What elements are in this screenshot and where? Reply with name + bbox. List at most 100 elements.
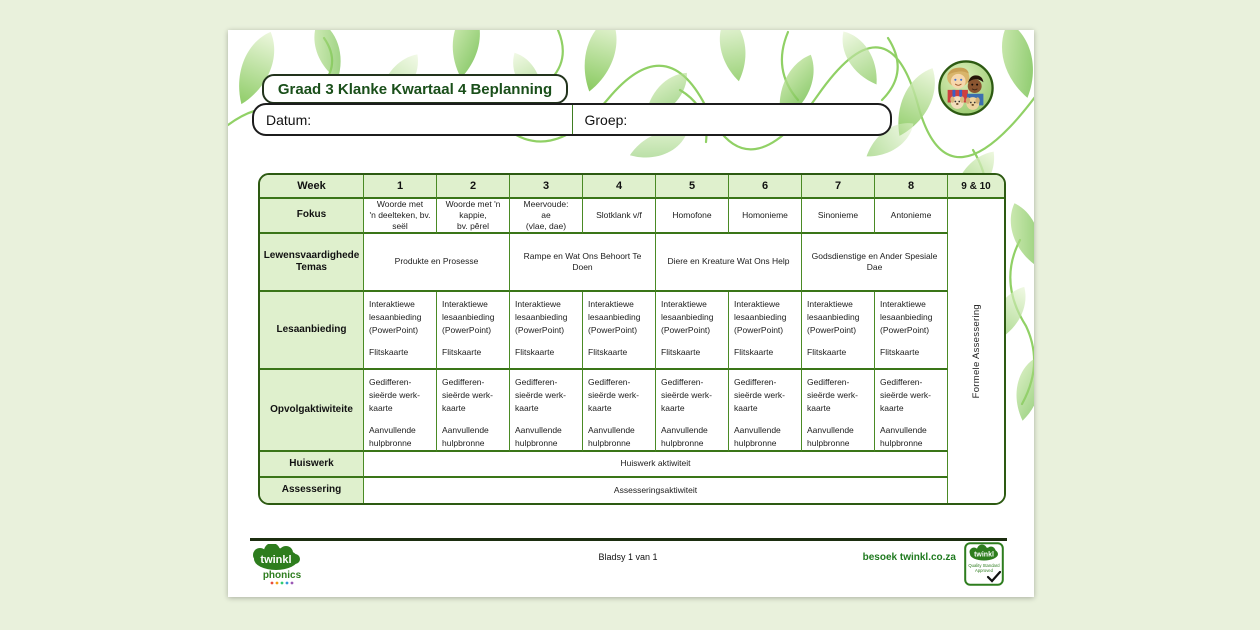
opvolg-line1: Gedifferen- sieërde werk- kaarte bbox=[588, 377, 640, 413]
opvolg-line1: Gedifferen- sieërde werk- kaarte bbox=[661, 377, 713, 413]
groep-field[interactable]: Groep: bbox=[573, 105, 891, 134]
temas-weeks-5-6: Diere en Kreature Wat Ons Help bbox=[656, 234, 802, 292]
fokus-week-3: Meervoude: ae (vlae, dae) bbox=[510, 199, 583, 234]
row-label-huiswerk: Huiswerk bbox=[260, 452, 364, 478]
col-header-1: 1 bbox=[364, 175, 437, 199]
badge-line2: Approved bbox=[975, 568, 994, 573]
temas-weeks-3-4: Rampe en Wat Ons Behoort Te Doen bbox=[510, 234, 656, 292]
datum-groep-box: Datum: Groep: bbox=[252, 103, 892, 136]
lesaanbieding-line1: Interaktiewe lesaanbieding (PowerPoint) bbox=[588, 299, 641, 335]
lesaanbieding-week-2: Interaktiewe lesaanbieding (PowerPoint) F… bbox=[437, 292, 510, 370]
lesaanbieding-line2: Flitskaarte bbox=[442, 347, 482, 358]
lesaanbieding-week-6: Interaktiewe lesaanbieding (PowerPoint) F… bbox=[729, 292, 802, 370]
opvolg-line2: Aanvullende hulpbronne bbox=[734, 425, 781, 448]
lesaanbieding-week-5: Interaktiewe lesaanbieding (PowerPoint) F… bbox=[656, 292, 729, 370]
datum-field[interactable]: Datum: bbox=[254, 105, 573, 134]
lesaanbieding-week-7: Interaktiewe lesaanbieding (PowerPoint) F… bbox=[802, 292, 875, 370]
worksheet-page: Graad 3 Klanke Kwartaal 4 Beplanning Dat… bbox=[228, 30, 1034, 597]
opvolg-line1: Gedifferen- sieërde werk- kaarte bbox=[442, 377, 494, 413]
opvolg-line1: Gedifferen- sieërde werk- kaarte bbox=[880, 377, 932, 413]
row-label-opvolg: Opvolgaktiwiteite bbox=[260, 370, 364, 452]
lesaanbieding-week-3: Interaktiewe lesaanbieding (PowerPoint) F… bbox=[510, 292, 583, 370]
col-header-week: Week bbox=[260, 175, 364, 199]
lesaanbieding-line1: Interaktiewe lesaanbieding (PowerPoint) bbox=[515, 299, 568, 335]
opvolg-line2: Aanvullende hulpbronne bbox=[807, 425, 854, 448]
opvolg-line1: Gedifferen- sieërde werk- kaarte bbox=[515, 377, 567, 413]
lesaanbieding-line1: Interaktiewe lesaanbieding (PowerPoint) bbox=[661, 299, 714, 335]
fokus-week-6: Homonieme bbox=[729, 199, 802, 234]
lesaanbieding-line2: Flitskaarte bbox=[661, 347, 701, 358]
row-label-temas: Lewensvaardighede Temas bbox=[260, 234, 364, 292]
visit-link[interactable]: besoek twinkl.co.za bbox=[862, 552, 956, 563]
lesaanbieding-week-8: Interaktiewe lesaanbieding (PowerPoint) F… bbox=[875, 292, 948, 370]
footer-divider bbox=[250, 538, 1007, 541]
lesaanbieding-line1: Interaktiewe lesaanbieding (PowerPoint) bbox=[734, 299, 787, 335]
temas-weeks-7-8: Godsdienstige en Ander Spesiale Dae bbox=[802, 234, 948, 292]
assessering-cell: Assesseringsaktiwiteit bbox=[364, 478, 948, 503]
col-header-4: 4 bbox=[583, 175, 656, 199]
opvolg-line1: Gedifferen- sieërde werk- kaarte bbox=[734, 377, 786, 413]
opvolg-line2: Aanvullende hulpbronne bbox=[661, 425, 708, 448]
checkmark-icon bbox=[986, 570, 1002, 583]
lesaanbieding-line1: Interaktiewe lesaanbieding (PowerPoint) bbox=[880, 299, 933, 335]
lesaanbieding-week-4: Interaktiewe lesaanbieding (PowerPoint) F… bbox=[583, 292, 656, 370]
brand-sub-text: phonics bbox=[263, 570, 302, 581]
row-label-fokus: Fokus bbox=[260, 199, 364, 234]
col-header-7: 7 bbox=[802, 175, 875, 199]
huiswerk-cell: Huiswerk aktiwiteit bbox=[364, 452, 948, 478]
lesaanbieding-line1: Interaktiewe lesaanbieding (PowerPoint) bbox=[442, 299, 495, 335]
row-label-lesaanbieding: Lesaanbieding bbox=[260, 292, 364, 370]
groep-label: Groep: bbox=[584, 111, 628, 128]
fokus-week-2: Woorde met 'n kappie, bv. pêrel bbox=[437, 199, 510, 234]
lesaanbieding-line2: Flitskaarte bbox=[880, 347, 920, 358]
badge-brand-text: twinkl bbox=[974, 552, 994, 559]
brand-text: twinkl bbox=[260, 554, 291, 566]
fokus-week-4: Slotklank v/f bbox=[583, 199, 656, 234]
col-header-9-10: 9 & 10 bbox=[948, 175, 1004, 199]
opvolg-line2: Aanvullende hulpbronne bbox=[515, 425, 562, 448]
lesaanbieding-line2: Flitskaarte bbox=[369, 347, 409, 358]
opvolg-line2: Aanvullende hulpbronne bbox=[588, 425, 635, 448]
lesaanbieding-line2: Flitskaarte bbox=[515, 347, 555, 358]
opvolg-line2: Aanvullende hulpbronne bbox=[442, 425, 489, 448]
fokus-week-8: Antonieme bbox=[875, 199, 948, 234]
formele-assessering-text: Formele Assessering bbox=[970, 303, 982, 399]
page-title-text: Graad 3 Klanke Kwartaal 4 Beplanning bbox=[277, 80, 553, 98]
opvolg-line2: Aanvullende hulpbronne bbox=[880, 425, 927, 448]
children-illustration bbox=[938, 60, 994, 116]
col-header-3: 3 bbox=[510, 175, 583, 199]
planning-table: Week 1 2 3 4 5 6 7 8 9 & 10 Fokus Woorde… bbox=[258, 173, 1006, 505]
opvolg-line1: Gedifferen- sieërde werk- kaarte bbox=[369, 377, 421, 413]
opvolg-line2: Aanvullende hulpbronne bbox=[369, 425, 416, 448]
fokus-week-7: Sinonieme bbox=[802, 199, 875, 234]
twinkl-phonics-logo: twinkl phonics bbox=[253, 544, 302, 585]
col-header-5: 5 bbox=[656, 175, 729, 199]
quality-approved-badge: twinkl Quality Standard Approved bbox=[964, 542, 1004, 586]
phonics-dots bbox=[270, 581, 294, 585]
formele-assessering-cell: Formele Assessering bbox=[948, 199, 1004, 503]
opvolg-line1: Gedifferen- sieërde werk- kaarte bbox=[807, 377, 859, 413]
col-header-8: 8 bbox=[875, 175, 948, 199]
col-header-2: 2 bbox=[437, 175, 510, 199]
datum-label: Datum: bbox=[266, 111, 312, 128]
lesaanbieding-week-1: Interaktiewe lesaanbieding (PowerPoint) F… bbox=[364, 292, 437, 370]
lesaanbieding-line2: Flitskaarte bbox=[588, 347, 628, 358]
lesaanbieding-line2: Flitskaarte bbox=[734, 347, 774, 358]
lesaanbieding-line1: Interaktiewe lesaanbieding (PowerPoint) bbox=[807, 299, 860, 335]
col-header-6: 6 bbox=[729, 175, 802, 199]
lesaanbieding-line1: Interaktiewe lesaanbieding (PowerPoint) bbox=[369, 299, 422, 335]
page-number: Bladsy 1 van 1 bbox=[598, 552, 658, 562]
fokus-week-5: Homofone bbox=[656, 199, 729, 234]
lesaanbieding-line2: Flitskaarte bbox=[807, 347, 847, 358]
temas-weeks-1-2: Produkte en Prosesse bbox=[364, 234, 510, 292]
fokus-week-1: Woorde met 'n deelteken, bv. seël bbox=[364, 199, 437, 234]
page-title: Graad 3 Klanke Kwartaal 4 Beplanning bbox=[262, 74, 568, 104]
